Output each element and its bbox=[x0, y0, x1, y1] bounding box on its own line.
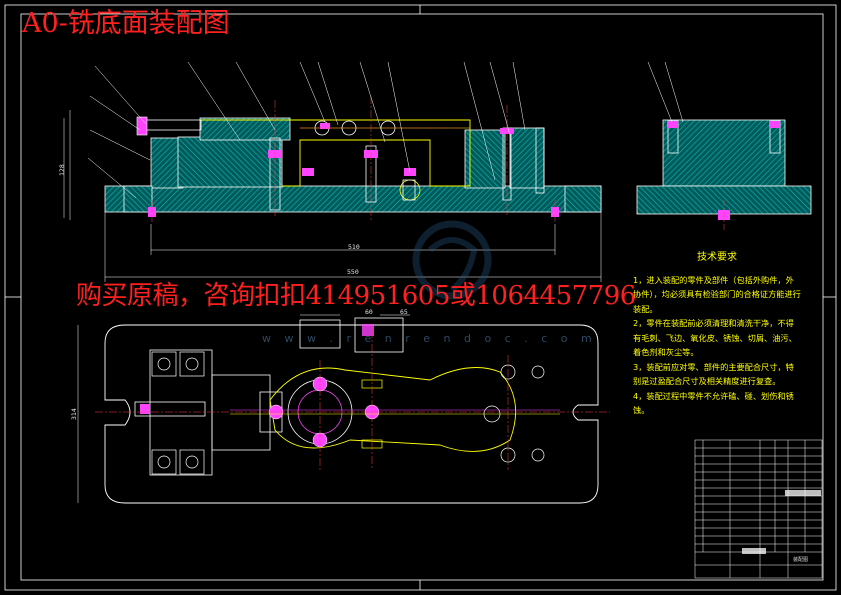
dim-plan-width: 314 bbox=[70, 408, 78, 420]
technical-requirements: 技术要求 1，进入装配的零件及部件（包括外购件，外协件），均必须具有检验部门的合… bbox=[633, 251, 801, 418]
side-section-view bbox=[636, 61, 812, 232]
watermark-logo bbox=[412, 220, 492, 300]
tech-heading: 技术要求 bbox=[697, 252, 737, 263]
tech-item: 1，进入装配的零件及部件（包括外购件，外协件），均必须具有检验部门的合格证方能进… bbox=[633, 274, 801, 314]
front-section-view bbox=[63, 61, 602, 282]
title-block bbox=[694, 439, 823, 579]
dim-small-a: 60 bbox=[365, 308, 373, 316]
drawing-frame bbox=[4, 4, 837, 591]
drawing-title: A0-铣底面装配图 bbox=[22, 8, 230, 39]
overlay-advert-text: 购买原稿，咨询扣扣414951605或1064457796 bbox=[76, 281, 636, 311]
dim-overall-length: 550 bbox=[347, 268, 359, 276]
tech-item: 4，装配过程中零件不允许磕、碰、划伤和锈蚀。 bbox=[633, 390, 794, 416]
title-block-sheet-name: 装配图 bbox=[793, 557, 809, 563]
watermark-url: w w w . r e n r e n d o c . c o m bbox=[262, 332, 597, 345]
tech-item: 3，装配前应对零、部件的主要配合尺寸，特别是过盈配合尺寸及相关精度进行复查。 bbox=[633, 361, 794, 387]
dim-small-b: 65 bbox=[400, 308, 408, 316]
dim-front-height: 128 bbox=[58, 164, 66, 176]
dim-base-width: 510 bbox=[348, 243, 360, 251]
tech-item: 2，零件在装配前必须清理和清洗干净，不得有毛刺、飞边、氧化皮、锈蚀、切屑、油污、… bbox=[633, 318, 797, 357]
plan-view bbox=[77, 314, 610, 504]
